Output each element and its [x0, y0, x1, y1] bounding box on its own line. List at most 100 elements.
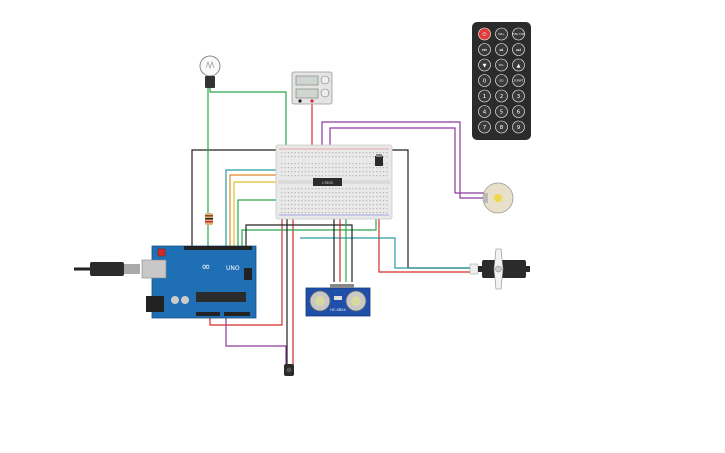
remote-button-label: 4 [483, 109, 487, 115]
remote-button-label: ⏯ [499, 47, 503, 53]
remote-button-label: 3 [517, 94, 521, 100]
remote-button-label: ST/REPT [514, 79, 524, 82]
remote-button[interactable] [512, 58, 525, 72]
remote-button[interactable] [478, 43, 491, 56]
remote-button-label: VOL+ [498, 33, 505, 36]
dc-motor-tab [484, 193, 488, 203]
wire-teal[interactable] [225, 169, 286, 246]
remote-button[interactable] [478, 89, 491, 103]
wire-black-2[interactable] [388, 149, 470, 269]
servo-horn-center [495, 265, 502, 273]
arduino-capacitor-1 [171, 296, 179, 304]
bulb-glass [199, 55, 221, 77]
ps-display-2 [295, 88, 319, 99]
servo-body [482, 260, 526, 278]
ultrasonic-receiver-inner [351, 296, 361, 306]
remote-button-label: ▲ [517, 63, 521, 69]
regulator-body [375, 156, 383, 166]
remote-button-label: FUNC STOP [512, 33, 526, 36]
bulb-filament [205, 60, 215, 70]
usb-cable[interactable] [74, 262, 140, 276]
remote-button-label: 7 [483, 125, 487, 131]
ic-chip[interactable]: L7805 [313, 178, 342, 186]
ps-knob-1[interactable] [320, 75, 330, 85]
remote-button[interactable] [512, 120, 525, 134]
wire-orange[interactable] [229, 174, 286, 246]
remote-button[interactable] [478, 58, 491, 72]
arduino-header-bottom-2 [224, 312, 250, 316]
wire-black-1[interactable] [191, 149, 278, 246]
remote-button-label: 1 [483, 94, 487, 100]
remote-button[interactable] [495, 27, 508, 41]
usb-plug [90, 262, 124, 276]
remote-button[interactable] [512, 105, 525, 118]
arduino-header-bottom-1 [196, 312, 220, 316]
ps-terminal-neg [298, 99, 302, 103]
remote-button[interactable] [512, 74, 525, 87]
ultrasonic-sensor[interactable]: HC-SR04 [305, 284, 371, 317]
resistor-band-3 [205, 221, 213, 223]
remote-button-label: EQ [500, 78, 505, 82]
remote-button[interactable] [478, 74, 491, 87]
remote-button-label: 5 [500, 109, 504, 115]
power-supply[interactable] [291, 71, 333, 105]
remote-button[interactable] [495, 58, 508, 72]
arduino-icsp [244, 268, 252, 280]
wire-green-3[interactable] [241, 215, 377, 246]
arduino-model-label: UNO [226, 265, 240, 272]
servo-motor[interactable] [469, 248, 530, 290]
remote-button-label: 0 [483, 78, 487, 84]
wire-teal-2[interactable] [300, 237, 470, 269]
remote-button[interactable] [512, 43, 525, 56]
arduino-reset-button[interactable] [157, 248, 166, 257]
wire-yellow[interactable] [233, 181, 286, 246]
ultrasonic-crystal [334, 296, 342, 300]
bulb-base [205, 76, 215, 88]
ic-chip-label: L7805 [322, 181, 333, 185]
remote-button[interactable] [495, 74, 508, 87]
regulator[interactable] [375, 154, 383, 166]
ps-terminal-pos [310, 99, 314, 103]
resistor[interactable] [205, 213, 213, 225]
wire-purple-2[interactable] [329, 127, 484, 194]
wire-purple-1[interactable] [321, 121, 484, 199]
wire-red-2[interactable] [378, 168, 470, 273]
remote-button[interactable] [495, 120, 508, 134]
usb-connector [124, 264, 140, 274]
remote-button[interactable] [478, 105, 491, 118]
remote-button[interactable] [495, 43, 508, 56]
remote-button[interactable] [495, 89, 508, 103]
ic-chip-body [313, 178, 342, 186]
wire-green-lamp[interactable] [209, 88, 287, 150]
dc-motor-shaft [494, 194, 502, 202]
remote-button-label: 9 [517, 125, 521, 131]
remote-button[interactable] [478, 27, 491, 41]
remote-button[interactable] [512, 27, 525, 41]
remote-button[interactable] [512, 89, 525, 103]
wire-green-2[interactable] [237, 199, 290, 246]
wire-red-4[interactable] [209, 215, 283, 326]
arduino-capacitor-2 [181, 296, 189, 304]
servo-ear-right [524, 266, 530, 272]
ps-knob-2[interactable] [320, 88, 330, 98]
ultrasonic-transmitter-inner [315, 296, 325, 306]
remote-button[interactable] [478, 120, 491, 134]
ir-receiver[interactable] [284, 364, 294, 376]
arduino-usb-port [141, 259, 167, 279]
light-bulb[interactable] [199, 55, 221, 88]
remote-button[interactable] [495, 105, 508, 118]
regulator-tab [376, 154, 382, 157]
arduino-uno[interactable]: ∞ UNO [141, 245, 257, 319]
arduino-chip [196, 292, 246, 302]
ir-receiver-dome [286, 367, 292, 373]
wire-purple-3[interactable] [225, 318, 287, 365]
dc-motor[interactable] [482, 182, 514, 214]
arduino-power-jack [146, 296, 164, 312]
wire-black-3[interactable] [245, 224, 353, 282]
ps-display-1 [295, 75, 319, 86]
servo-connector [469, 263, 479, 275]
remote-button-label: ⏻ [483, 32, 487, 38]
